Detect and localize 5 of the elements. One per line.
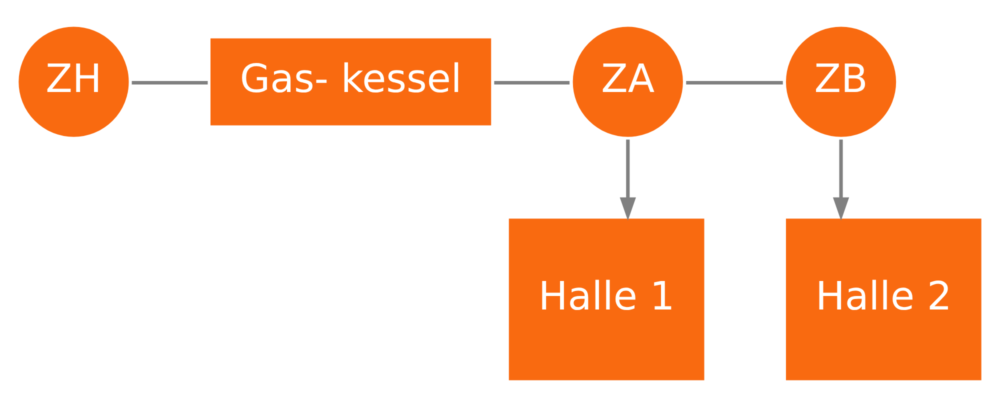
connector	[686, 80, 783, 84]
arrow	[832, 140, 850, 221]
connector	[132, 80, 208, 84]
arrow	[620, 140, 636, 221]
connector	[494, 80, 570, 84]
